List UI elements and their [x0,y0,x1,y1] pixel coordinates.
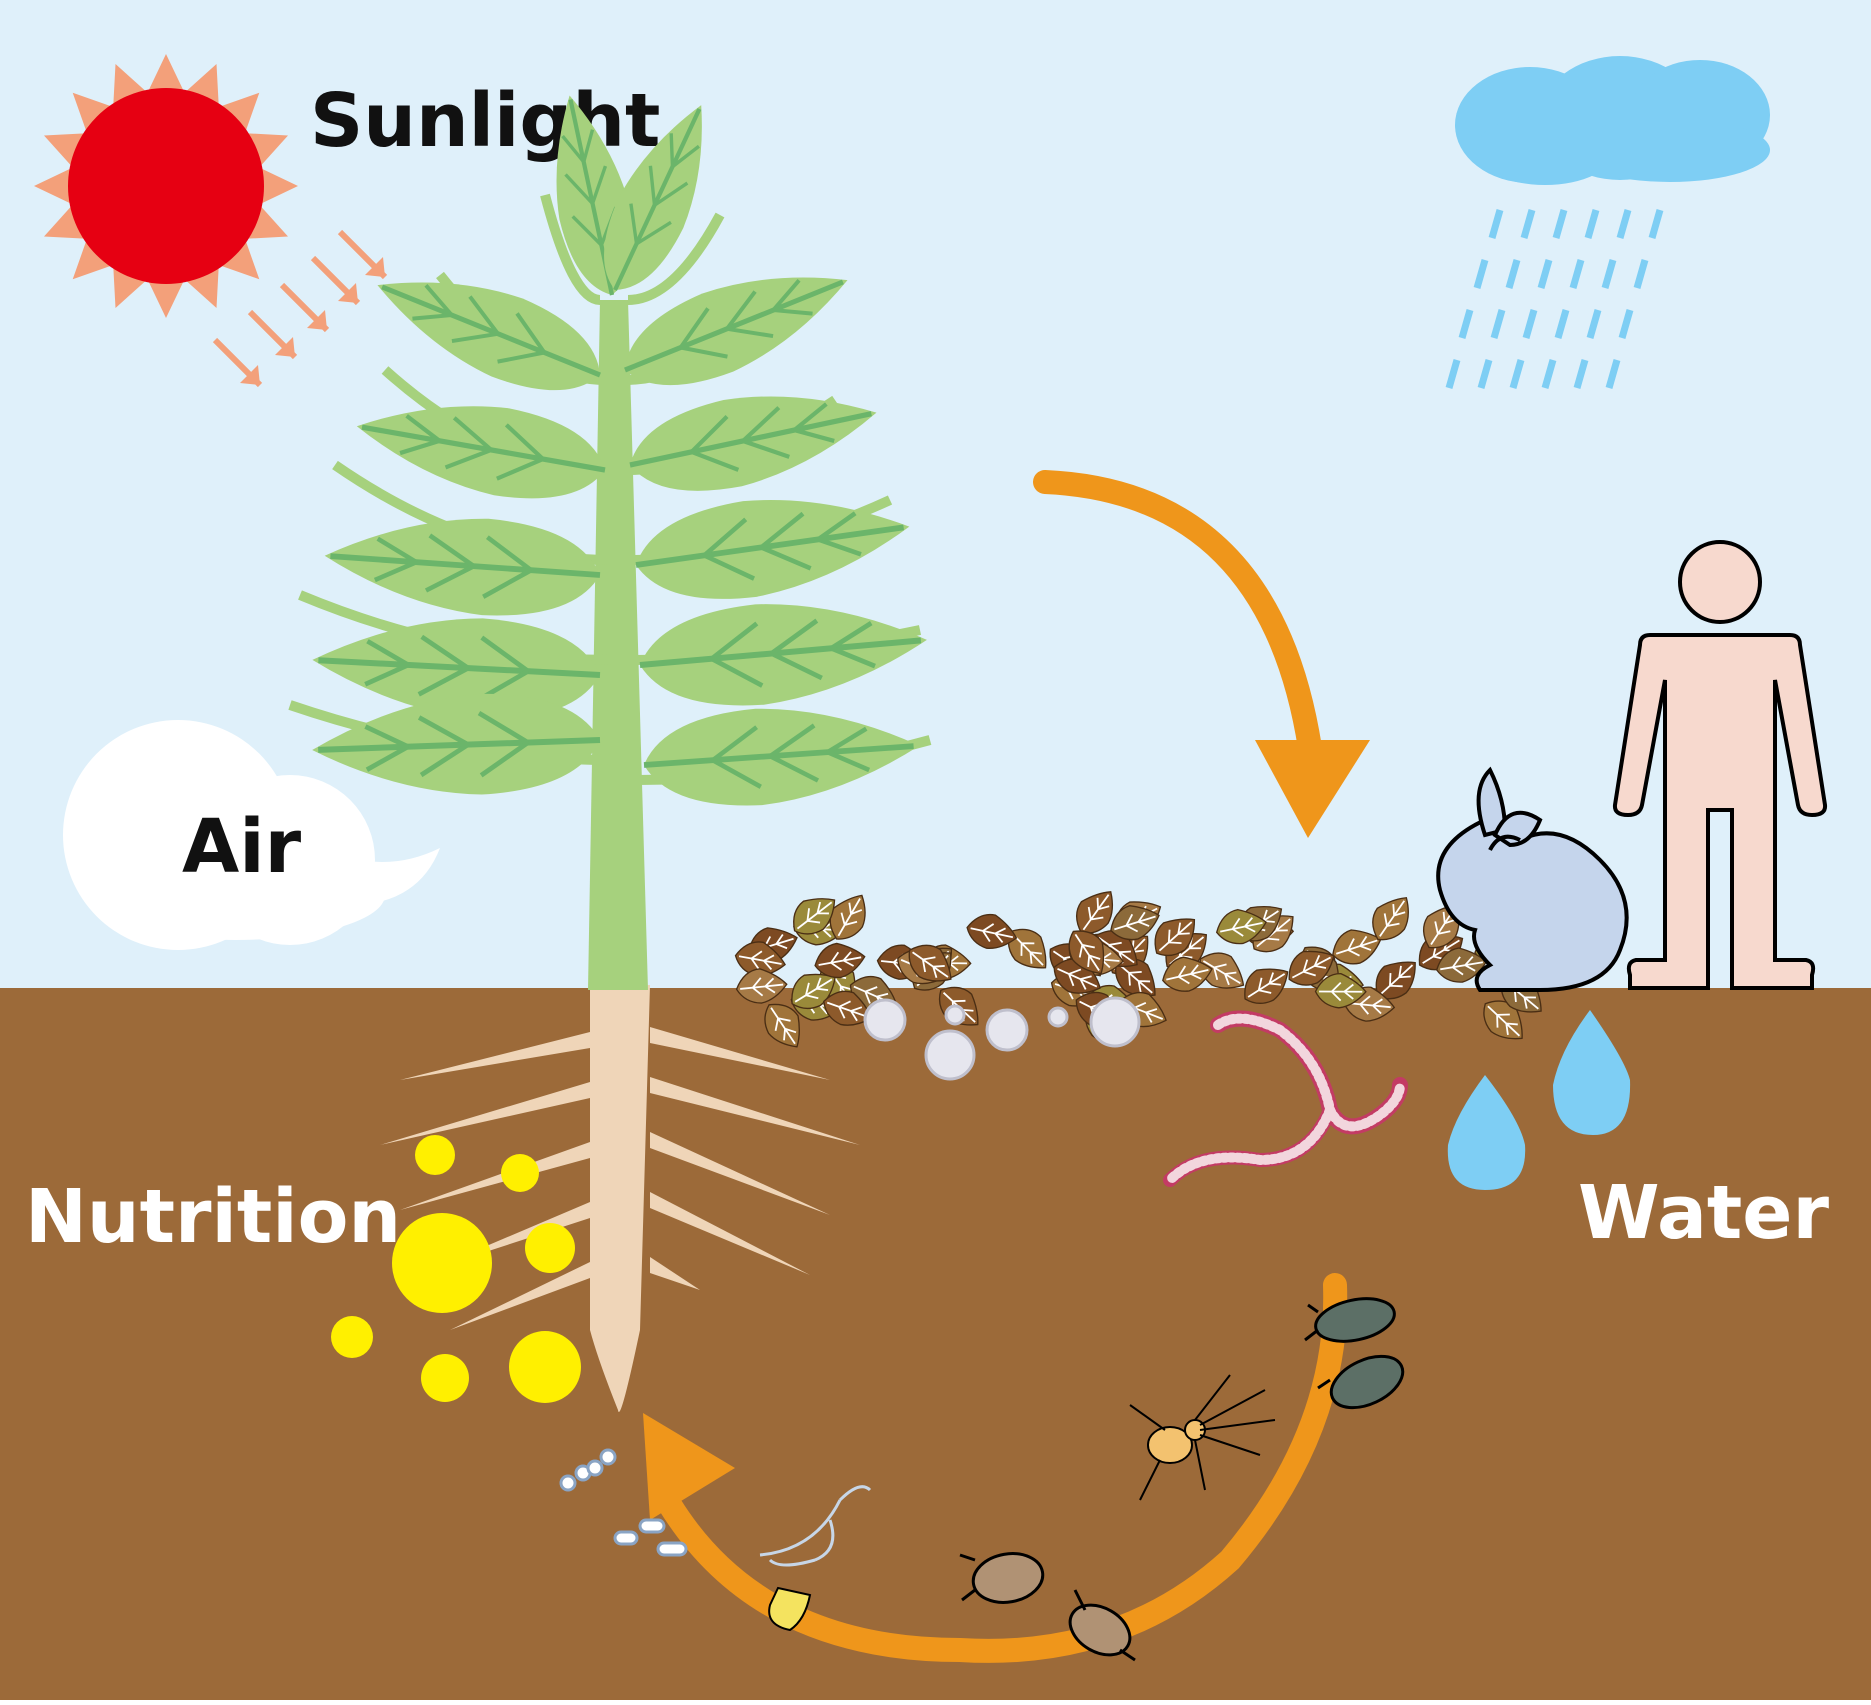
microbe-icon [559,1448,872,1632]
sun-icon [34,54,298,318]
water-drop-icon [1447,1010,1631,1190]
rain-drops [1445,209,1664,389]
insect-icon [959,1297,1405,1662]
air-cloud-icon [63,720,440,950]
earthworm-icon [1163,1010,1408,1187]
nutrient-particles [331,1135,581,1403]
water-label: Water [1578,1170,1829,1256]
sunlight-arrows [212,229,388,388]
rain-cloud-icon [1445,56,1770,389]
plant-roots [380,1027,860,1330]
spider-icon [1129,1374,1276,1501]
nutrition-label: Nutrition [25,1174,401,1260]
cycle-arrow-upper [1033,470,1370,838]
human-icon [1612,540,1828,990]
air-label: Air [182,804,302,890]
plant-icon [288,88,931,1413]
rabbit-icon [1436,766,1629,992]
air-pockets [863,996,1141,1081]
